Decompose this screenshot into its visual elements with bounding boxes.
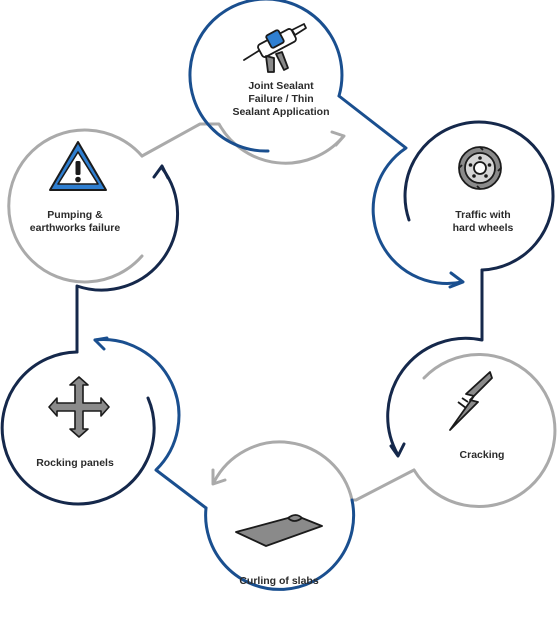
label-line: Pumping & bbox=[47, 209, 103, 221]
connector-pumping-to-sealant bbox=[140, 122, 344, 165]
node-circle-curling bbox=[204, 498, 356, 591]
four-way-arrows-icon bbox=[48, 376, 110, 438]
node-circle-cracking bbox=[412, 353, 557, 509]
label-line: earthworks failure bbox=[29, 222, 121, 234]
arrowhead-cracking bbox=[389, 442, 406, 458]
label-line: Joint Sealant bbox=[248, 80, 314, 92]
warning-triangle-icon bbox=[49, 141, 107, 191]
arrowhead-traffic bbox=[448, 271, 465, 289]
arrowhead-pumping bbox=[152, 164, 170, 180]
node-label-traffic: Traffic with hard wheels bbox=[408, 209, 558, 235]
arrowhead-curling bbox=[211, 468, 227, 486]
arrowhead-rocking bbox=[93, 336, 109, 351]
node-circle-pumping bbox=[7, 128, 144, 284]
label-line: Failure / Thin bbox=[248, 93, 314, 105]
label-line: Traffic with bbox=[455, 209, 511, 221]
arrowhead-sealant bbox=[330, 130, 346, 147]
connector-cracking-to-curling bbox=[212, 440, 416, 502]
label-line: Cracking bbox=[459, 449, 505, 461]
node-label-joint-sealant: Joint Sealant Failure / Thin Sealant App… bbox=[206, 80, 356, 119]
label-line: Sealant Application bbox=[232, 106, 330, 118]
node-label-cracking: Cracking bbox=[407, 449, 557, 462]
connector-traffic-to-cracking bbox=[386, 268, 484, 457]
curled-slab-icon bbox=[235, 514, 323, 547]
caulking-gun-icon bbox=[243, 23, 307, 73]
node-label-pumping: Pumping & earthworks failure bbox=[0, 209, 150, 235]
label-line: Curling of slabs bbox=[239, 575, 319, 587]
node-label-rocking: Rocking panels bbox=[0, 457, 150, 470]
wheel-icon bbox=[458, 146, 502, 190]
crack-icon bbox=[449, 371, 493, 431]
connector-sealant-to-traffic bbox=[337, 94, 464, 285]
node-circle-traffic bbox=[403, 120, 555, 272]
node-circle-joint-sealant bbox=[188, 0, 344, 153]
connector-curling-to-rocking bbox=[93, 338, 208, 510]
node-circle-rocking bbox=[0, 350, 156, 506]
label-line: hard wheels bbox=[452, 222, 514, 234]
label-line: Rocking panels bbox=[36, 457, 114, 469]
connector-rocking-to-pumping bbox=[75, 166, 180, 354]
node-label-curling: Curling of slabs bbox=[204, 575, 354, 588]
